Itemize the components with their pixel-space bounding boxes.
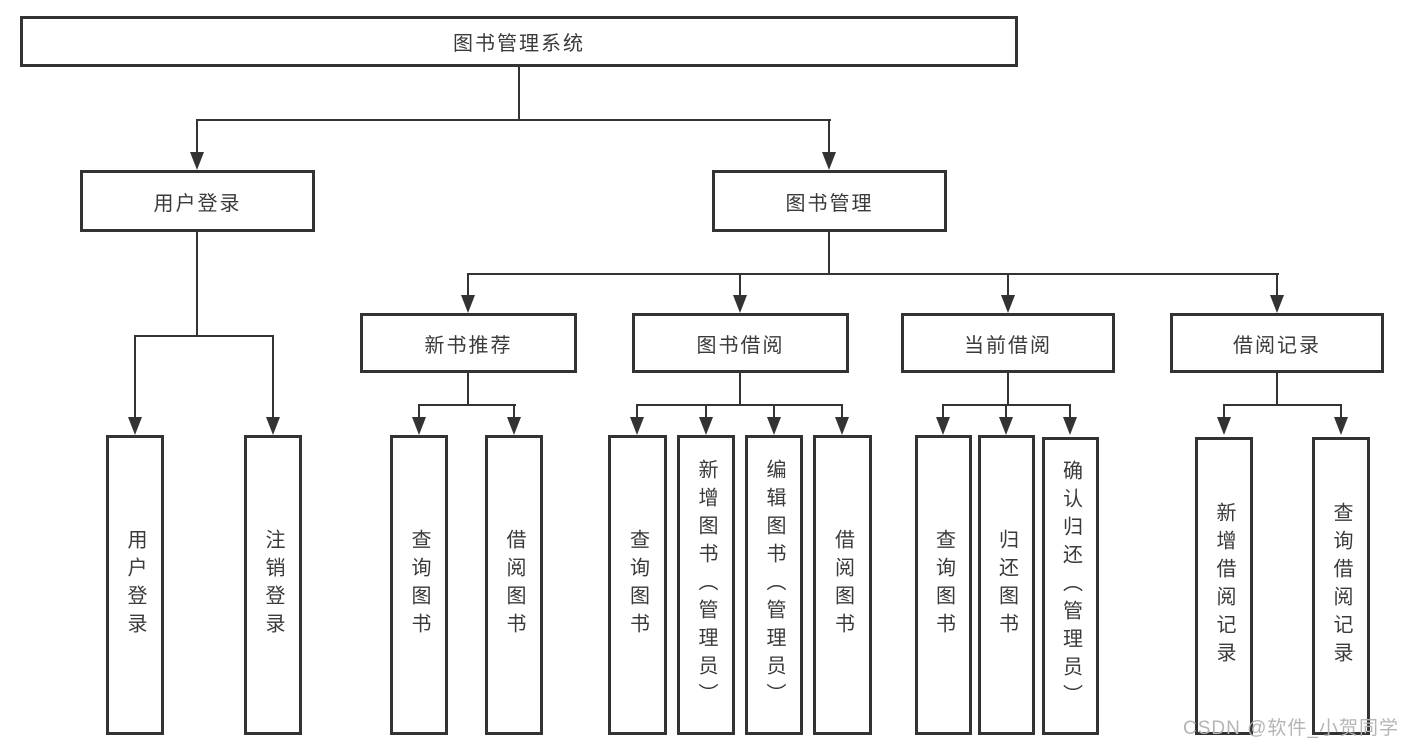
node-current-borrow: 当前借阅 <box>901 313 1115 373</box>
node-borrow-books-2-label: 借阅图书 <box>831 529 854 641</box>
node-return-books-label: 归还图书 <box>995 529 1018 641</box>
node-return-books: 归还图书 <box>978 435 1035 735</box>
connector-line <box>828 232 830 273</box>
arrowhead-icon <box>699 417 713 435</box>
node-user-login-label: 用户登录 <box>153 192 242 215</box>
node-borrow-records: 借阅记录 <box>1170 313 1384 373</box>
arrowhead-icon <box>190 152 204 170</box>
node-login-leaf: 用户登录 <box>106 435 164 735</box>
node-book-borrow: 图书借阅 <box>632 313 849 373</box>
node-book-management-label: 图书管理 <box>785 192 874 215</box>
connector-line <box>828 119 830 154</box>
connector-line <box>1005 404 1007 419</box>
node-edit-books-admin: 编辑图书（管理员） <box>745 435 803 735</box>
connector-line <box>196 119 831 121</box>
node-add-books-admin-label: 新增图书（管理员） <box>695 459 717 711</box>
connector-line <box>1007 273 1009 297</box>
node-root: 图书管理系统 <box>20 16 1018 67</box>
connector-line <box>773 404 775 419</box>
arrowhead-icon <box>266 417 280 435</box>
connector-line <box>1223 404 1342 406</box>
node-edit-books-admin-label: 编辑图书（管理员） <box>763 459 785 711</box>
node-query-books-2-label: 查询图书 <box>626 529 649 641</box>
arrowhead-icon <box>1063 417 1077 435</box>
node-new-book-recommend-label: 新书推荐 <box>424 334 513 357</box>
node-logout-leaf-label: 注销登录 <box>262 529 284 641</box>
arrowhead-icon <box>1334 417 1348 435</box>
connector-line <box>418 404 516 406</box>
arrowhead-icon <box>822 152 836 170</box>
arrowhead-icon <box>835 417 849 435</box>
connector-line <box>272 335 274 419</box>
node-borrow-books-1-label: 借阅图书 <box>503 529 525 641</box>
arrowhead-icon <box>936 417 950 435</box>
connector-line <box>196 232 198 337</box>
connector-line <box>518 67 520 119</box>
node-current-borrow-label: 当前借阅 <box>964 334 1052 357</box>
connector-line <box>467 273 469 297</box>
node-root-label: 图书管理系统 <box>453 33 585 55</box>
node-borrow-books-1: 借阅图书 <box>485 435 543 735</box>
node-add-borrow-record: 新增借阅记录 <box>1195 437 1253 735</box>
node-confirm-return-admin: 确认归还（管理员） <box>1042 437 1099 735</box>
connector-line <box>467 373 469 406</box>
connector-line <box>636 404 843 406</box>
connector-line <box>1069 404 1071 419</box>
arrowhead-icon <box>1270 295 1284 313</box>
arrowhead-icon <box>461 295 475 313</box>
connector-line <box>1340 404 1342 419</box>
connector-line <box>418 404 420 419</box>
arrowhead-icon <box>767 417 781 435</box>
arrowhead-icon <box>733 295 747 313</box>
node-query-books-3: 查询图书 <box>915 435 972 735</box>
watermark-text: CSDN @软件_小贺同学 <box>1183 718 1399 739</box>
connector-line <box>1223 404 1225 419</box>
connector-line <box>196 119 198 154</box>
node-borrow-records-label: 借阅记录 <box>1233 334 1321 357</box>
connector-line <box>739 373 741 406</box>
connector-line <box>134 335 274 337</box>
node-user-login: 用户登录 <box>80 170 315 232</box>
node-query-books-2: 查询图书 <box>608 435 667 735</box>
node-add-borrow-record-label: 新增借阅记录 <box>1213 502 1235 670</box>
node-book-management: 图书管理 <box>712 170 947 232</box>
node-query-books-1: 查询图书 <box>390 435 448 735</box>
node-query-books-3-label: 查询图书 <box>932 529 955 641</box>
arrowhead-icon <box>1217 417 1231 435</box>
connector-line <box>467 273 1279 275</box>
connector-line <box>134 335 136 419</box>
connector-line <box>636 404 638 419</box>
arrowhead-icon <box>1001 295 1015 313</box>
connector-line <box>942 404 944 419</box>
node-query-borrow-record-label: 查询借阅记录 <box>1330 502 1352 670</box>
node-query-books-1-label: 查询图书 <box>408 529 430 641</box>
node-query-borrow-record: 查询借阅记录 <box>1312 437 1370 735</box>
arrowhead-icon <box>128 417 142 435</box>
arrowhead-icon <box>999 417 1013 435</box>
arrowhead-icon <box>630 417 644 435</box>
connector-line <box>705 404 707 419</box>
node-book-borrow-label: 图书借阅 <box>696 334 785 357</box>
connector-line <box>1276 273 1278 297</box>
node-borrow-books-2: 借阅图书 <box>813 435 872 735</box>
connector-line <box>1276 373 1278 406</box>
node-login-leaf-label: 用户登录 <box>124 529 146 641</box>
connector-line <box>739 273 741 297</box>
connector-line <box>1007 373 1009 406</box>
node-new-book-recommend: 新书推荐 <box>360 313 577 373</box>
connector-line <box>513 404 515 419</box>
node-confirm-return-admin-label: 确认归还（管理员） <box>1059 460 1082 712</box>
arrowhead-icon <box>507 417 521 435</box>
connector-line <box>841 404 843 419</box>
node-logout-leaf: 注销登录 <box>244 435 302 735</box>
arrowhead-icon <box>412 417 426 435</box>
node-add-books-admin: 新增图书（管理员） <box>677 435 735 735</box>
